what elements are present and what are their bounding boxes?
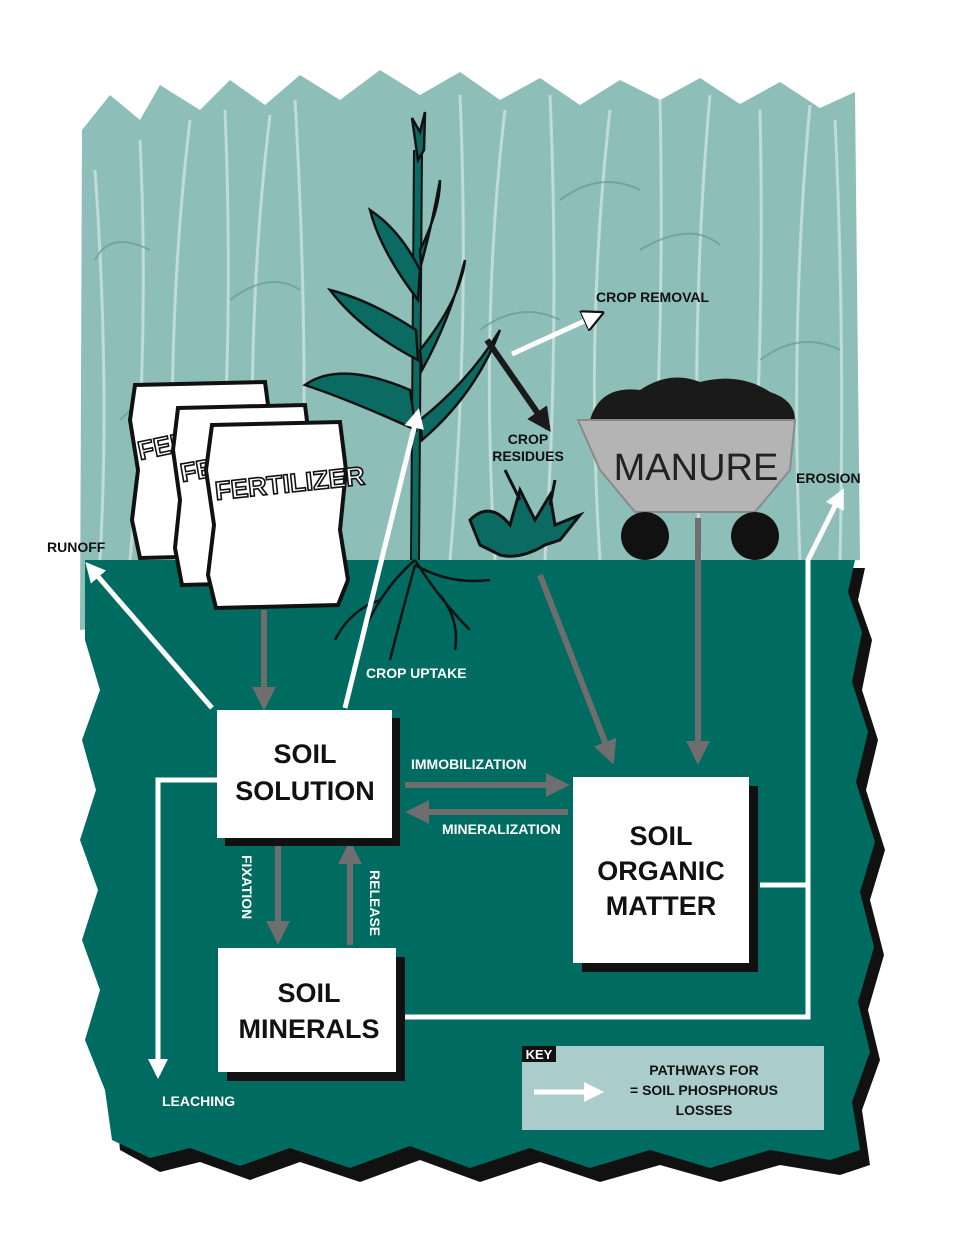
key-line2: = SOIL PHOSPHORUS [630,1082,778,1098]
fertilizer-bag-icon: FERTILIZER FERTILIZER FERTILIZER [127,379,367,611]
key-line1: PATHWAYS FOR [649,1062,758,1078]
soil-solution-line1: SOIL [273,739,336,769]
erosion-label: EROSION [796,470,861,486]
crop-residues-label-2: RESIDUES [492,448,564,464]
organic-line1: SOIL [629,821,692,851]
release-label: RELEASE [367,870,383,936]
crop-residues-label-1: CROP [508,431,548,447]
minerals-line2: MINERALS [239,1014,380,1044]
fertilizer-bag-front: FERTILIZER [203,419,367,611]
key-line3: LOSSES [676,1102,733,1118]
erosion-arrow [805,488,845,885]
manure-label: MANURE [614,447,779,489]
leaching-label: LEACHING [162,1093,235,1109]
crop-residue-icon [468,469,585,558]
key-legend: KEY PATHWAYS FOR = SOIL PHOSPHORUS LOSSE… [522,1046,824,1130]
mineralization-label: MINERALIZATION [442,821,561,837]
residue-to-organic-arrow [537,573,617,765]
soil-organic-matter-box: SOIL ORGANIC MATTER [573,777,758,972]
key-tag: KEY [526,1047,553,1062]
plant-to-residues-arrow [484,338,551,432]
runoff-arrow [85,561,214,710]
crop-uptake-label: CROP UPTAKE [366,665,467,681]
soil-solution-box: SOIL SOLUTION [217,710,400,846]
organic-line2: ORGANIC [597,856,725,886]
soil-solution-line2: SOLUTION [235,776,375,806]
runoff-label: RUNOFF [47,539,106,555]
fixation-label: FIXATION [239,855,255,919]
crop-uptake-arrow [342,408,424,709]
minerals-to-erosion-line [405,882,811,1020]
loss-pathways [85,314,845,1079]
minerals-line1: SOIL [277,978,340,1008]
internal-flows [252,518,710,945]
immobilization-label: IMMOBILIZATION [411,756,527,772]
corn-plant-icon [302,111,502,661]
crop-removal-arrow [510,314,600,357]
manure-cart-icon: MANURE [576,377,797,560]
soil-minerals-box: SOIL MINERALS [218,948,405,1081]
crop-removal-label: CROP REMOVAL [596,289,709,305]
key-tag-background [522,1046,556,1062]
organic-line3: MATTER [606,891,716,921]
leaching-arrow [148,777,218,1079]
